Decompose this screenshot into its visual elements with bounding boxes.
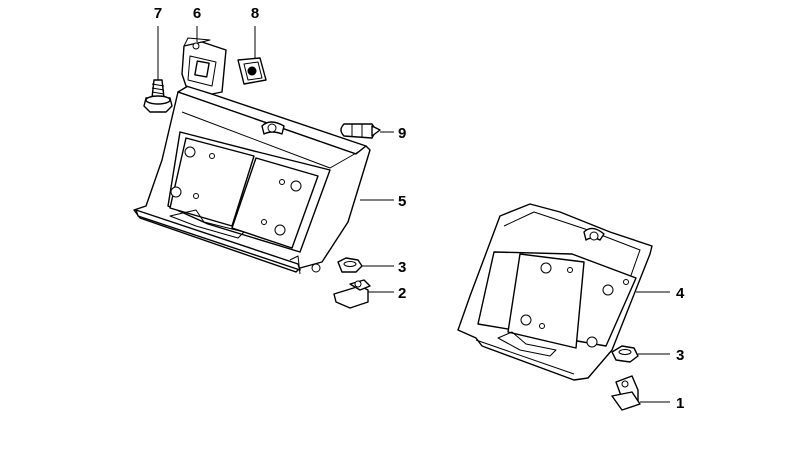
bracket-part-2: [333, 279, 371, 309]
nut-part-3-lower: [611, 345, 639, 363]
callout-3b: 3: [676, 347, 684, 364]
callout-6: 6: [193, 5, 201, 22]
left-tray-part: [133, 85, 371, 275]
clip-part-6: [181, 37, 227, 95]
callout-5: 5: [398, 193, 406, 210]
callout-3a: 3: [398, 259, 406, 276]
callout-7: 7: [154, 5, 162, 22]
nut-clip-part-8: [237, 57, 267, 85]
nut-part-3-upper: [337, 257, 363, 273]
right-tray-part: [457, 203, 653, 381]
callout-4: 4: [676, 285, 685, 302]
callout-9: 9: [398, 125, 406, 142]
screw-part-7: [143, 79, 173, 113]
callout-8: 8: [251, 5, 259, 22]
callout-2: 2: [398, 285, 406, 302]
bracket-part-1: [611, 375, 641, 411]
callout-1: 1: [676, 395, 684, 412]
pin-part-9: [340, 123, 381, 139]
